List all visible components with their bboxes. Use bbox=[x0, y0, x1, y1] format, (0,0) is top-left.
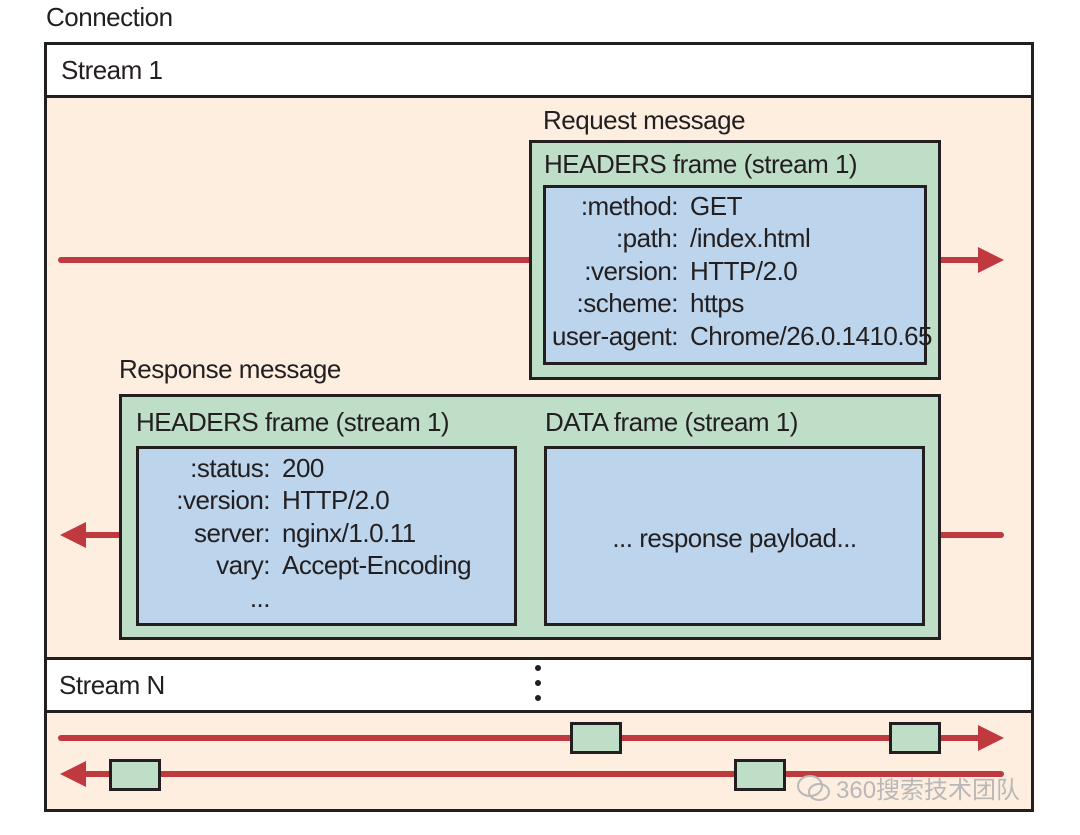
request-flow-line bbox=[58, 257, 532, 263]
data-frame-title: DATA frame (stream 1) bbox=[545, 407, 798, 437]
left-arrow-icon bbox=[60, 522, 86, 548]
header-row-vary: vary: Accept-Encoding bbox=[139, 549, 471, 581]
stream-n-response-line bbox=[84, 771, 1004, 777]
header-row-version: :version: HTTP/2.0 bbox=[139, 484, 390, 516]
response-headers-frame-title: HEADERS frame (stream 1) bbox=[136, 407, 450, 437]
stream-n-body bbox=[44, 710, 1034, 812]
response-headers-block: :status: 200 :version: HTTP/2.0 server: ngi… bbox=[136, 446, 517, 626]
header-value: Accept-Encoding bbox=[282, 550, 472, 581]
frame-block bbox=[570, 722, 622, 754]
header-key: :method: bbox=[580, 191, 679, 221]
response-flow-line-in bbox=[938, 532, 1004, 538]
header-row-status: :status: 200 bbox=[139, 452, 324, 484]
header-row-path: :path: /index.html bbox=[546, 222, 811, 254]
stream-n-request-line bbox=[58, 735, 982, 741]
stream-1-title: Stream 1 bbox=[61, 55, 163, 85]
header-value: Chrome/26.0.1410.65 bbox=[690, 320, 933, 351]
frame-block bbox=[889, 722, 941, 754]
header-value: 200 bbox=[282, 453, 324, 483]
right-arrow-icon bbox=[978, 247, 1004, 273]
header-value: https bbox=[690, 288, 744, 319]
header-row-server: server: nginx/1.0.11 bbox=[139, 517, 416, 549]
header-key: :scheme: bbox=[576, 288, 679, 319]
header-value: nginx/1.0.11 bbox=[282, 517, 416, 548]
frame-block bbox=[734, 759, 786, 791]
request-flow-line-out bbox=[938, 257, 982, 263]
header-key: vary: bbox=[216, 550, 270, 581]
response-message-label: Response message bbox=[119, 354, 341, 384]
request-headers-frame: HEADERS frame (stream 1) :method: GET :pa… bbox=[529, 140, 941, 380]
header-key: :version: bbox=[176, 485, 270, 516]
left-arrow-icon bbox=[60, 761, 86, 787]
header-row-method: :method: GET bbox=[546, 190, 743, 222]
header-value: HTTP/2.0 bbox=[690, 255, 798, 286]
frame-block bbox=[109, 759, 161, 791]
header-key: ... bbox=[249, 582, 271, 613]
header-key: :status: bbox=[190, 453, 270, 483]
header-key: :path: bbox=[615, 223, 679, 254]
vertical-ellipsis-icon bbox=[535, 680, 541, 686]
header-row-version: :version: HTTP/2.0 bbox=[546, 255, 798, 287]
wechat-icon bbox=[797, 775, 830, 801]
vertical-ellipsis-icon bbox=[535, 665, 541, 671]
header-key: :version: bbox=[584, 255, 678, 286]
request-headers-block: :method: GET :path: /index.html :version: H… bbox=[543, 185, 933, 365]
header-row-ellipsis: ... bbox=[139, 582, 282, 614]
right-arrow-icon bbox=[978, 725, 1004, 751]
request-headers-frame-title: HEADERS frame (stream 1) bbox=[544, 149, 858, 179]
header-key: server: bbox=[194, 517, 270, 548]
header-value: /index.html bbox=[690, 223, 811, 254]
response-frames-container: HEADERS frame (stream 1) :status: 200 :ve… bbox=[119, 394, 941, 640]
response-payload-block: ... response payload... bbox=[544, 446, 925, 626]
header-value: GET bbox=[690, 191, 742, 221]
header-key: user-agent: bbox=[551, 320, 679, 351]
connection-label: Connection bbox=[46, 2, 173, 32]
response-payload: ... response payload... bbox=[612, 523, 857, 553]
response-flow-line-out bbox=[84, 532, 122, 538]
stream-n-title: Stream N bbox=[59, 670, 165, 700]
header-row-user-agent: user-agent: Chrome/26.0.1410.65 bbox=[546, 320, 933, 352]
header-value: HTTP/2.0 bbox=[282, 485, 390, 516]
vertical-ellipsis-icon bbox=[535, 695, 541, 701]
watermark: 360搜索技术团队 bbox=[796, 770, 1020, 805]
stream-1-header: Stream 1 bbox=[44, 42, 1034, 98]
watermark-text: 360搜索技术团队 bbox=[836, 777, 1021, 804]
request-message-label: Request message bbox=[543, 105, 746, 135]
header-row-scheme: :scheme: https bbox=[546, 287, 745, 319]
